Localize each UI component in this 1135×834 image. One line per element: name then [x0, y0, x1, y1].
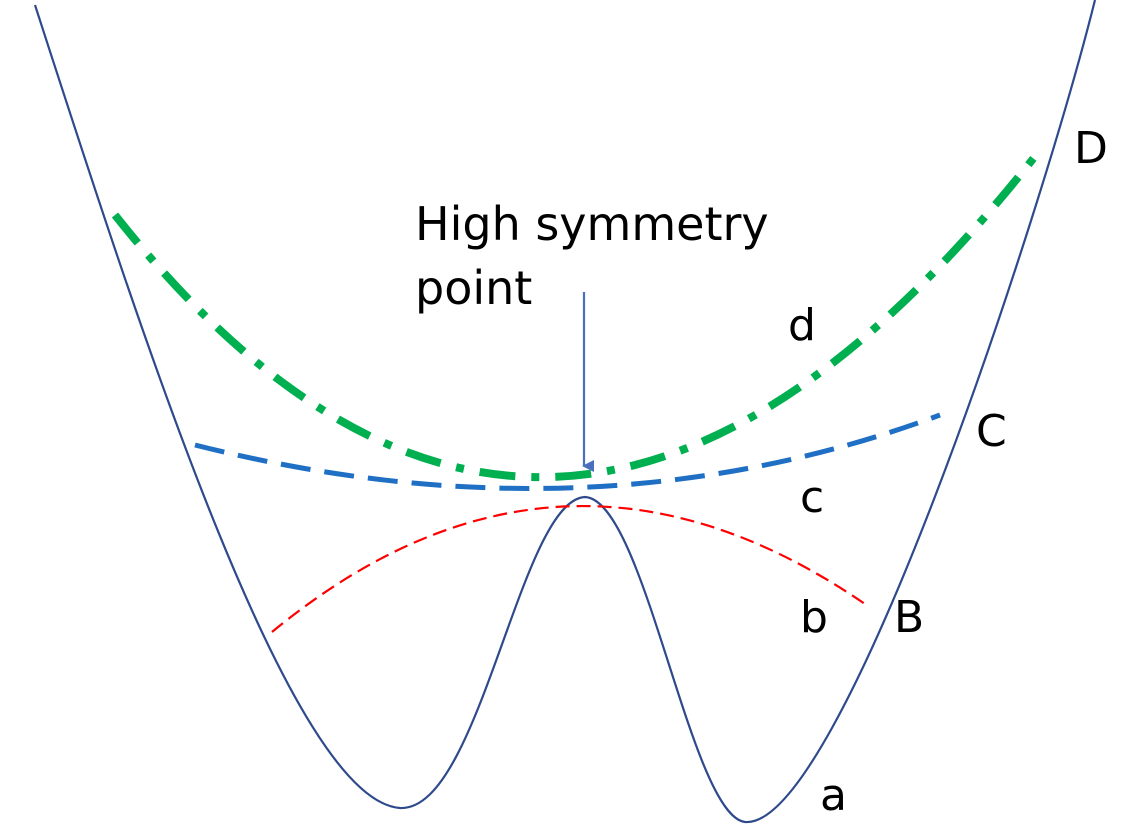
endpoint-label-B: B	[894, 592, 924, 643]
curve-label-d: d	[788, 300, 816, 351]
curve-c-blue-dashed	[194, 412, 941, 491]
annotation-line-2: point	[415, 261, 532, 315]
curve-b-red-dashed	[271, 505, 866, 633]
curve-d-green-dash-dot	[111, 147, 1044, 481]
curve-a-double-well	[33, 0, 1097, 824]
endpoint-label-C: C	[976, 406, 1007, 457]
annotation-line-1: High symmetry	[415, 197, 769, 251]
endpoint-label-D: D	[1074, 123, 1108, 174]
curve-label-a: a	[820, 770, 847, 821]
curve-label-c: c	[800, 472, 824, 523]
curve-label-b: b	[800, 592, 828, 643]
